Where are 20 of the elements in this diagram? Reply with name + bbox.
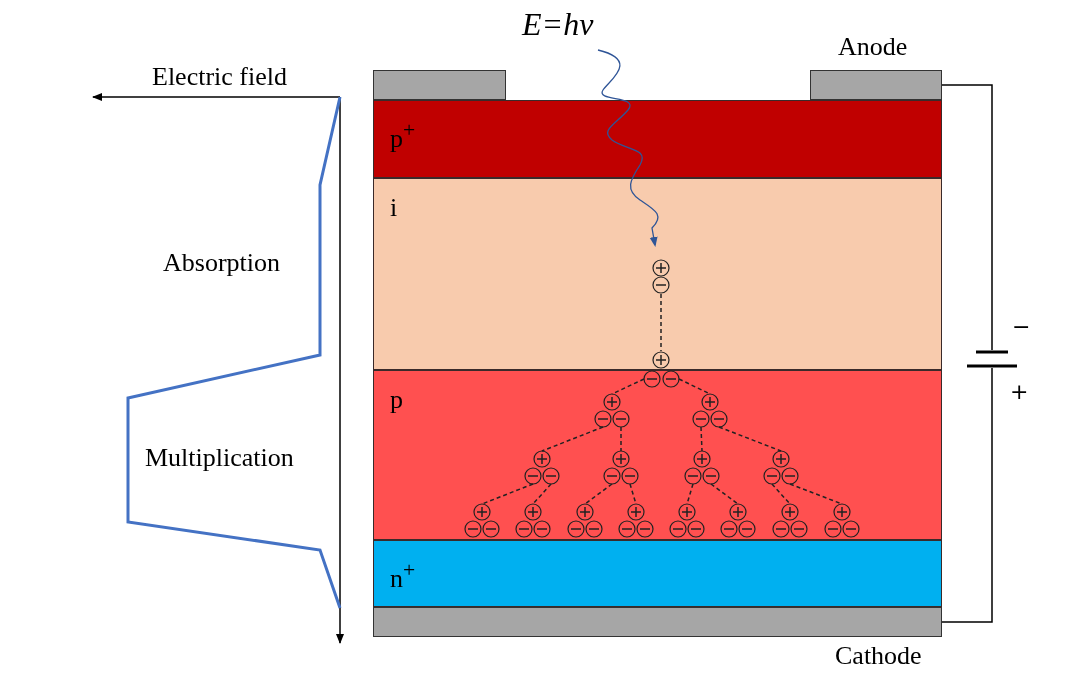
- layer-label: n$^{+}$: [390, 557, 416, 594]
- polarity-sign: −: [1012, 313, 1031, 341]
- region-label: Absorption: [163, 248, 280, 278]
- p-layer: [373, 370, 942, 540]
- n-plus-layer: [373, 540, 942, 607]
- axis-label: Electric field: [152, 62, 287, 92]
- contact-pad: [373, 70, 506, 100]
- layer-label: p$^{+}$: [390, 117, 416, 154]
- battery-symbol: [967, 350, 1017, 368]
- electrode-label: Cathode: [835, 641, 922, 671]
- electrode-label: Anode: [838, 32, 908, 62]
- intrinsic-layer: [373, 178, 942, 370]
- layer-label: p: [390, 385, 403, 415]
- polarity-sign: +: [1010, 378, 1029, 406]
- layer-label: i: [390, 193, 398, 223]
- formula-label: E=hν: [522, 6, 594, 42]
- region-label: Multiplication: [145, 443, 294, 473]
- circuit-wire: [941, 367, 993, 623]
- circuit-wire: [941, 84, 993, 351]
- p-plus-layer: [373, 100, 942, 178]
